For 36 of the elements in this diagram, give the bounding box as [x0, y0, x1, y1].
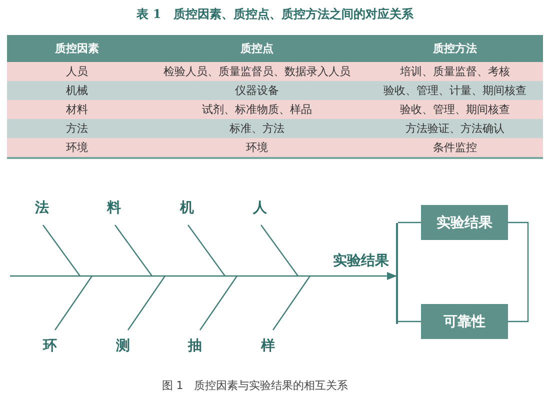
- table-cell: 环境: [7, 138, 147, 158]
- header-cell: 质控因素: [7, 35, 147, 62]
- table-title: 表 1 质控因素、质控点、质控方法之间的对应关系: [136, 6, 414, 23]
- connector-line: [508, 222, 529, 322]
- edge-label: 实验结果: [333, 252, 389, 270]
- table-cell: 验收、管理、计量、期间核查: [367, 81, 543, 100]
- table-cell: 方法: [7, 119, 147, 138]
- category-label: 样: [261, 337, 275, 355]
- figure-caption: 图 1 质控因素与实验结果的相互关系: [160, 378, 350, 393]
- table-cell: 人员: [7, 62, 147, 81]
- connector-line: [398, 320, 421, 322]
- table-cell: 培训、质量监督、考核: [367, 62, 543, 81]
- category-label: 人: [253, 199, 267, 217]
- result-box: 可靠性: [421, 304, 508, 339]
- header-cell: 质控方法: [367, 35, 543, 62]
- table-cell: 标准、方法: [147, 119, 367, 138]
- result-box: 实验结果: [421, 205, 508, 240]
- category-label: 法: [35, 199, 49, 217]
- table-cell: 材料: [7, 100, 147, 119]
- connector-line: [398, 222, 421, 224]
- category-label: 机: [180, 199, 194, 217]
- category-label: 料: [107, 199, 121, 217]
- table-cell: 机械: [7, 81, 147, 100]
- header-cell: 质控点: [147, 35, 367, 62]
- category-label: 环: [43, 337, 57, 355]
- table-cell: 试剂、标准物质、样品: [147, 100, 367, 119]
- arrow: [10, 272, 397, 280]
- table-cell: 条件监控: [367, 138, 543, 158]
- table-cell: 方法验证、方法确认: [367, 119, 543, 138]
- table-cell: 仪器设备: [147, 81, 367, 100]
- bracket-line: [396, 223, 398, 324]
- table-cell: 检验人员、质量监督员、数据录入人员: [147, 62, 367, 81]
- category-label: 测: [116, 337, 130, 355]
- table-cell: 环境: [147, 138, 367, 158]
- table-cell: 验收、管理、期间核查: [367, 100, 543, 119]
- category-label: 抽: [188, 337, 202, 355]
